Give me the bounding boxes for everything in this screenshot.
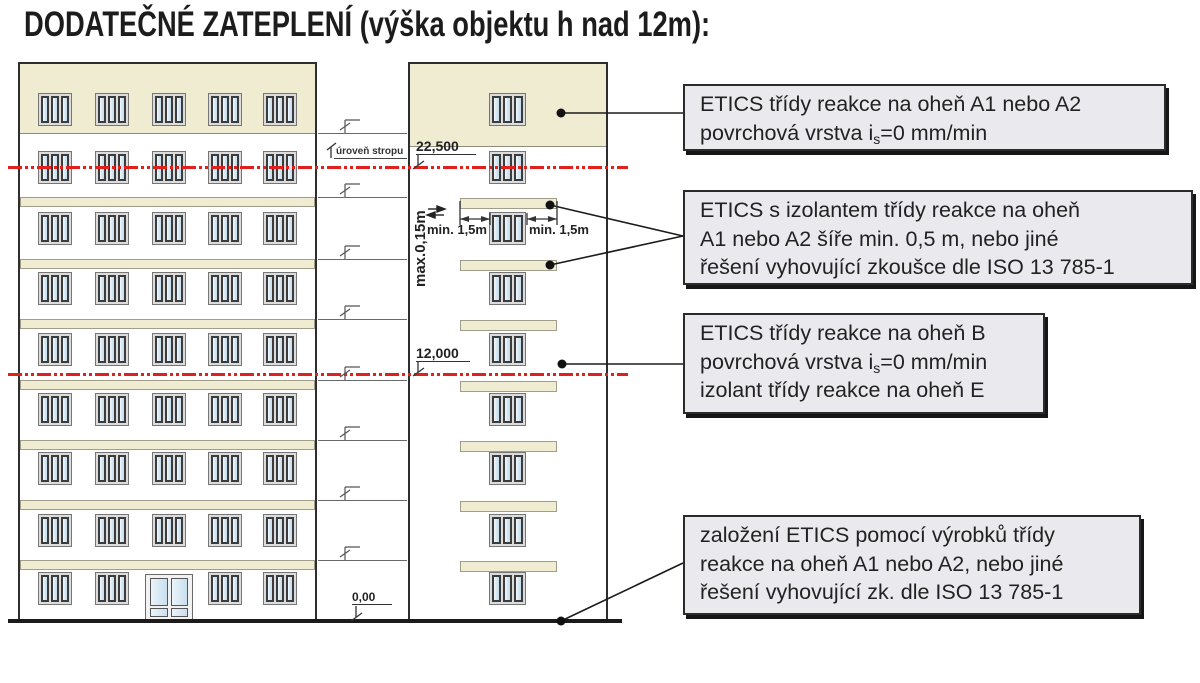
annotation-line: A1 nebo A2 šíře min. 0,5 m, nebo jiné bbox=[700, 226, 1059, 251]
window bbox=[95, 514, 129, 547]
floor-level-line bbox=[318, 440, 407, 441]
window bbox=[263, 393, 297, 426]
min-width-label-right: min. 1,5m bbox=[529, 222, 589, 237]
insulation-strip-section bbox=[460, 441, 557, 452]
floor-level-line bbox=[318, 560, 407, 561]
window bbox=[38, 452, 72, 485]
dimension-zero: 0,00 bbox=[352, 590, 392, 605]
insulation-strip bbox=[20, 440, 315, 450]
window bbox=[208, 333, 242, 366]
floor-level-line bbox=[318, 197, 407, 198]
annotation-line: reakce na oheň A1 nebo A2, nebo jiné bbox=[700, 551, 1064, 576]
window bbox=[152, 212, 186, 245]
window bbox=[489, 333, 526, 366]
floor-level-line bbox=[318, 319, 407, 320]
ceiling-level-label: úroveň stropu bbox=[334, 146, 408, 159]
annotation-box-a1a2-surface: ETICS třídy reakce na oheň A1 nebo A2 po… bbox=[683, 84, 1166, 151]
window bbox=[489, 393, 526, 426]
dimension-22500: 22,500 bbox=[416, 138, 476, 155]
annotation-line: ETICS třídy reakce na oheň A1 nebo A2 bbox=[700, 92, 1082, 116]
window bbox=[263, 572, 297, 605]
window bbox=[38, 333, 72, 366]
annotation-box-class-b: ETICS třídy reakce na oheň B povrchová v… bbox=[683, 313, 1045, 414]
insulation-strip-section bbox=[460, 561, 557, 572]
window bbox=[208, 93, 242, 126]
window bbox=[208, 393, 242, 426]
window bbox=[263, 514, 297, 547]
dimension-12000: 12,000 bbox=[416, 345, 470, 362]
insulation-strip-section bbox=[460, 381, 557, 392]
window bbox=[152, 393, 186, 426]
annotation-line: řešení vyhovující zkoušce dle ISO 13 785… bbox=[700, 255, 1115, 279]
floor-level-line bbox=[318, 380, 407, 381]
ground-line bbox=[8, 619, 622, 623]
fire-limit-line-12000 bbox=[8, 373, 628, 376]
window bbox=[38, 272, 72, 305]
annotation-box-insulant-strip: ETICS s izolantem třídy reakce na oheň A… bbox=[683, 190, 1193, 285]
window bbox=[489, 514, 526, 547]
window bbox=[38, 572, 72, 605]
window bbox=[38, 393, 72, 426]
insulation-strip-section bbox=[460, 260, 557, 271]
window bbox=[95, 452, 129, 485]
insulation-strip bbox=[20, 560, 315, 570]
window bbox=[152, 272, 186, 305]
window bbox=[263, 452, 297, 485]
window bbox=[263, 93, 297, 126]
annotation-line: řešení vyhovující zk. dle ISO 13 785-1 bbox=[700, 580, 1064, 604]
insulation-strip bbox=[20, 380, 315, 390]
window bbox=[152, 333, 186, 366]
annotation-box-base: založení ETICS pomocí výrobků třídy reak… bbox=[683, 515, 1141, 615]
annotation-line: povrchová vrstva is=0 mm/min bbox=[700, 349, 988, 376]
floor-level-line bbox=[318, 133, 407, 134]
annotation-line: založení ETICS pomocí výrobků třídy bbox=[700, 523, 1055, 547]
window bbox=[38, 514, 72, 547]
window bbox=[152, 452, 186, 485]
floor-level-line bbox=[318, 500, 407, 501]
window bbox=[95, 212, 129, 245]
annotation-line: ETICS s izolantem třídy reakce na oheň bbox=[700, 198, 1081, 222]
fire-limit-line-22500 bbox=[8, 166, 628, 169]
window bbox=[489, 93, 526, 126]
annotation-line: izolant třídy reakce na oheň E bbox=[700, 378, 985, 402]
window bbox=[263, 333, 297, 366]
window bbox=[95, 93, 129, 126]
annotation-line: povrchová vrstva is=0 mm/min bbox=[700, 120, 988, 147]
window bbox=[38, 93, 72, 126]
window bbox=[95, 393, 129, 426]
window bbox=[208, 452, 242, 485]
insulation-strip bbox=[20, 197, 315, 207]
window bbox=[95, 572, 129, 605]
floor-level-line bbox=[318, 259, 407, 260]
window bbox=[208, 572, 242, 605]
window bbox=[489, 452, 526, 485]
annotation-line: ETICS třídy reakce na oheň B bbox=[700, 321, 986, 345]
insulation-strip bbox=[20, 500, 315, 510]
window bbox=[208, 272, 242, 305]
window bbox=[489, 572, 526, 605]
window bbox=[489, 272, 526, 305]
max-offset-label: max.0,15m bbox=[412, 210, 429, 287]
window bbox=[208, 212, 242, 245]
insulation-strip bbox=[20, 259, 315, 269]
window bbox=[38, 212, 72, 245]
window bbox=[152, 514, 186, 547]
page-title: DODATEČNÉ ZATEPLENÍ (výška objektu h nad… bbox=[24, 5, 711, 44]
window bbox=[152, 93, 186, 126]
insulation-strip-section bbox=[460, 320, 557, 331]
insulation-strip-section bbox=[460, 501, 557, 512]
min-width-label-left: min. 1,5m bbox=[427, 222, 487, 237]
insulation-strip-section bbox=[460, 198, 557, 209]
insulation-strip bbox=[20, 319, 315, 329]
window bbox=[208, 514, 242, 547]
window bbox=[489, 212, 526, 245]
window bbox=[263, 212, 297, 245]
window bbox=[95, 272, 129, 305]
window bbox=[95, 333, 129, 366]
window bbox=[263, 272, 297, 305]
entrance-door bbox=[145, 574, 193, 621]
